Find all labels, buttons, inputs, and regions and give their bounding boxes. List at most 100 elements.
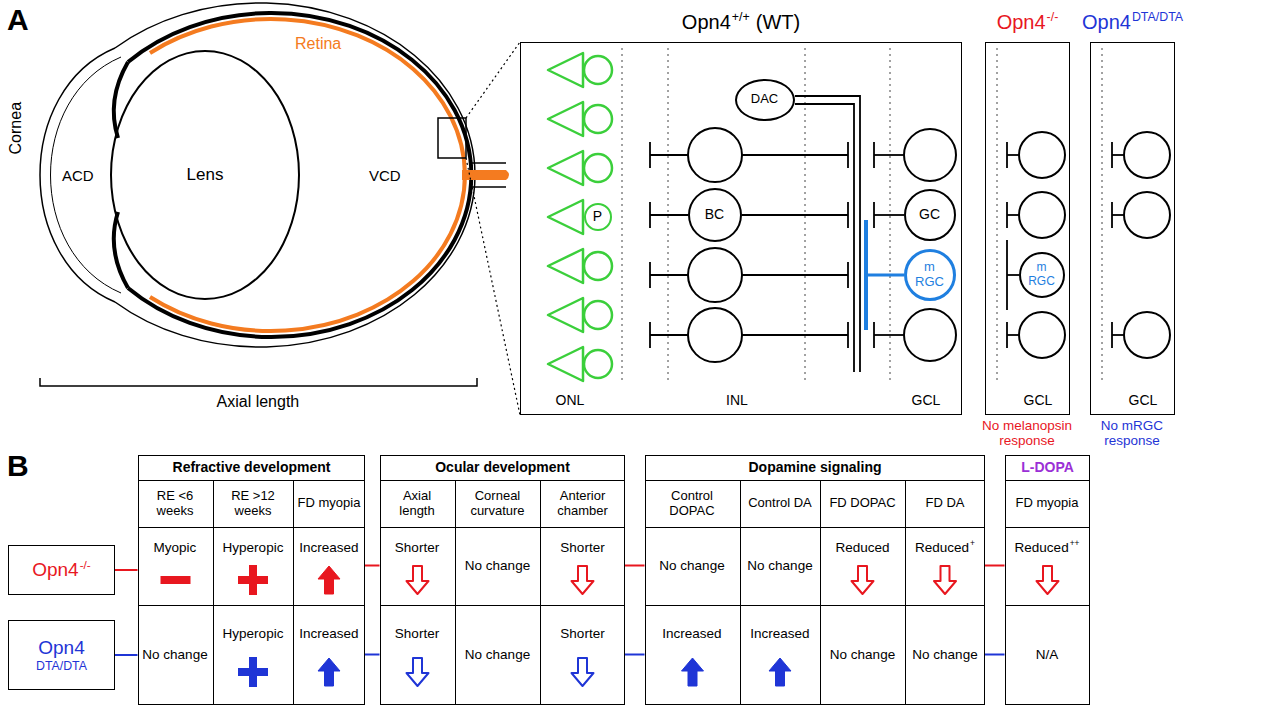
zoom-line (466, 158, 520, 415)
node-subtext: DTA/DTA (36, 659, 87, 673)
ganglion-cell (1019, 132, 1065, 178)
node-text: Hyperopic (223, 626, 284, 642)
node-text: m RGC (914, 260, 946, 290)
bipolar-cell: BC (688, 188, 742, 242)
panel-heading: Opn4DTA/DTA (1082, 11, 1183, 34)
node-text: Corneal curvature (460, 489, 536, 519)
node-text: Opn4 (38, 637, 84, 659)
arrow-shape (769, 658, 791, 686)
table-cell: No change (645, 527, 740, 605)
node-text: BC (705, 206, 724, 222)
table-cell: Reduced+ (905, 527, 985, 605)
caption-note: No melanopsin response (977, 418, 1077, 449)
panel-heading: Opn4+/+ (WT) (682, 11, 800, 34)
column-header-cell: Axial length (380, 480, 455, 527)
table-cell: No change (820, 605, 905, 705)
retina-illustration (548, 48, 1170, 384)
ganglion-dendrite (1007, 274, 1019, 276)
photoreceptor-soma (584, 105, 612, 133)
down-symbol (572, 566, 594, 594)
connector-line (625, 654, 645, 656)
column-header-cell: FD DA (905, 480, 985, 527)
node-text: Dopamine signaling (646, 459, 984, 475)
axial-length-bracket (40, 378, 477, 386)
table-cell: Hyperopic (213, 605, 293, 705)
layer-label: GCL (912, 392, 941, 408)
arrow-shape (682, 658, 704, 686)
node-text: Refractive development (139, 459, 364, 475)
ganglion-dendrite (873, 142, 875, 168)
ganglion-dendrite (1007, 334, 1019, 336)
column-header-cell: Corneal curvature (455, 480, 540, 527)
node-subtext: -/- (80, 558, 91, 571)
table-group: Dopamine signalingControl DOPACControl D… (645, 455, 985, 705)
photoreceptor-soma: P (584, 203, 612, 231)
node-text: No change (142, 647, 207, 663)
node-text: Opn4 (682, 11, 731, 33)
down-symbol (407, 658, 429, 686)
ganglion-dendrite (1007, 214, 1019, 216)
arrow-shape (318, 658, 340, 686)
node-text: Reduced (1015, 540, 1069, 555)
node-text: Myopic (154, 540, 197, 556)
column-header-cell: FD myopia (1005, 480, 1090, 527)
cone-outer-segment (548, 151, 583, 185)
symbol-bar (249, 657, 257, 687)
table-cell: Increased (293, 605, 365, 705)
table-cell: Shorter (380, 605, 455, 705)
node-text: Increased (299, 540, 358, 556)
layer-label: ONL (556, 392, 585, 408)
arrow-shape (934, 566, 956, 594)
plus-symbol (238, 565, 268, 595)
cone-outer-segment (548, 200, 583, 234)
layer-label: GCL (1129, 392, 1158, 408)
node-text: FD DOPAC (829, 496, 895, 511)
arrow-shape (852, 566, 874, 594)
layer-label: GCL (1024, 392, 1053, 408)
column-header-cell: RE <6 weeks (138, 480, 213, 527)
ganglion-dendrite (1112, 154, 1124, 156)
node-text: DAC (751, 92, 778, 107)
table-group: L-DOPAFD myopiaReduced++N/A (1005, 455, 1090, 705)
ganglion-dendrite (873, 322, 875, 348)
node-text: Control DA (748, 496, 812, 511)
photoreceptor-soma (584, 252, 612, 280)
arrow-shape (1037, 566, 1059, 594)
column-header-cell: FD DOPAC (820, 480, 905, 527)
ganglion-cell (1124, 312, 1170, 358)
cone-outer-segment (548, 347, 583, 381)
node-text: Shorter (395, 540, 439, 556)
iris (114, 212, 128, 288)
symbol-bar (249, 565, 257, 595)
cone-outer-segment (548, 298, 583, 332)
layer-boundary (622, 48, 623, 384)
retina-panel: Opn4+/+(WT)PDACBCGCm RGC (520, 42, 962, 415)
ganglion-dendrite (874, 214, 904, 216)
node-subtext: (WT) (756, 11, 800, 33)
node-text: Ocular development (381, 459, 624, 475)
layer-boundary (890, 48, 891, 384)
node-text: No change (465, 647, 530, 663)
figure-label: ACD (62, 167, 94, 184)
node-text: Lens (187, 165, 224, 185)
node-subtext: +/+ (732, 10, 750, 24)
node-text: Hyperopic (223, 540, 284, 556)
node-text: L-DOPA (1006, 459, 1089, 475)
up-symbol (318, 566, 340, 594)
down-symbol (407, 566, 429, 594)
caption-note: No mRGC response (1087, 418, 1177, 449)
ganglion-cell (1124, 192, 1170, 238)
arrow-shape (572, 566, 594, 594)
bipolar-axon (742, 214, 848, 216)
arrow-shape (318, 566, 340, 594)
figure-label: VCD (369, 167, 401, 184)
node-text: Reduced (835, 540, 889, 556)
mrgc-cell: m RGC (1019, 252, 1065, 298)
node-text: Anterior chamber (545, 489, 621, 519)
lens: Lens (110, 50, 300, 300)
node-text: No change (659, 558, 724, 574)
node-text: Shorter (560, 540, 604, 556)
layer-boundary (997, 48, 998, 384)
down-symbol (1037, 566, 1059, 594)
ganglion-cell: GC (904, 189, 956, 241)
